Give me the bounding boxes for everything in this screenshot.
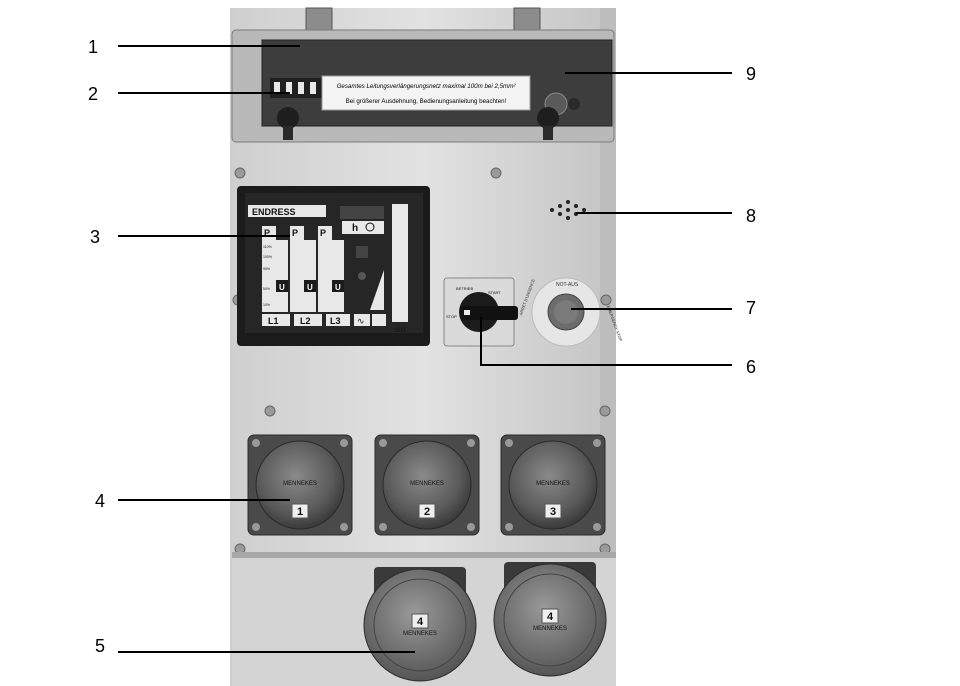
screw-icon (490, 167, 502, 179)
svg-text:90%: 90% (263, 267, 270, 271)
switch-label-betrieb: BETRIEB (456, 286, 473, 291)
socket-outlet[interactable]: MENNEKES 3 (500, 434, 606, 536)
screw-icon (599, 405, 611, 417)
p-label-l2: P (292, 228, 298, 238)
circuit-breakers (270, 78, 322, 98)
panel-divider (232, 552, 616, 558)
hour-meter-label: h (352, 223, 358, 234)
screw-icon (593, 523, 601, 531)
warning-sticker: Gesamtes Leitungsverlängerungsnetz maxim… (321, 75, 531, 111)
callout-9: 9 (746, 64, 756, 84)
screw-icon (600, 294, 612, 306)
svg-text:10%: 10% (263, 303, 270, 307)
screw-icon (379, 523, 387, 531)
rotary-switch[interactable]: BETRIEB START STOP (443, 277, 518, 347)
socket-outlet[interactable]: MENNEKES 1 (247, 434, 353, 536)
socket-brand-label: MENNEKES (533, 626, 567, 632)
callout-numbers: 1 2 3 4 5 6 7 8 9 (88, 37, 756, 656)
socket-brand-label: MENNEKES (403, 631, 437, 637)
iso-label: ISO (395, 328, 406, 334)
callout-1: 1 (88, 37, 98, 57)
screw-icon (379, 439, 387, 447)
socket-outlet[interactable]: MENNEKES 4 (363, 567, 477, 682)
load-triangle-icon (370, 270, 384, 310)
screw-icon (234, 167, 246, 179)
switch-handle[interactable] (460, 306, 518, 320)
switch-label-stop: STOP (446, 314, 457, 319)
callout-4: 4 (95, 491, 105, 511)
p-label-l1: P (264, 228, 270, 238)
clock-icon (365, 222, 375, 232)
screw-icon (593, 439, 601, 447)
screw-icon (505, 523, 513, 531)
phase-label-l2: L2 (300, 316, 311, 326)
switch-label-start: START (488, 290, 501, 295)
u-label-l2: U (307, 283, 313, 292)
socket-outlet[interactable]: MENNEKES 4 (493, 562, 607, 677)
buzzer-grille-icon (550, 200, 586, 220)
indicator-button (568, 98, 580, 110)
hinge-right (513, 7, 541, 31)
screw-icon (264, 405, 276, 417)
phase-bars (262, 226, 344, 312)
callout-6: 6 (746, 357, 756, 377)
socket-number: 3 (550, 506, 556, 518)
socket-brand-label: MENNEKES (283, 481, 317, 487)
p-label-l3: P (320, 228, 326, 238)
hinge-left (305, 7, 333, 31)
socket-number: 2 (424, 506, 430, 518)
screw-icon (467, 439, 475, 447)
phase-label-l3: L3 (330, 316, 341, 326)
callout-3: 3 (90, 227, 100, 247)
socket-brand-label: MENNEKES (536, 481, 570, 487)
callout-7: 7 (746, 298, 756, 318)
callout-5: 5 (95, 636, 105, 656)
socket-number: 4 (547, 611, 554, 623)
wave-icon: ∿ (357, 316, 365, 326)
status-led (358, 272, 366, 280)
screw-icon (467, 523, 475, 531)
emergency-label-top: NOT-AUS (556, 282, 579, 288)
svg-text:50%: 50% (263, 287, 270, 291)
screw-icon (340, 439, 348, 447)
sticker-line-2: Bei größerer Ausdehnung, Bedienungsanlei… (346, 98, 507, 105)
svg-text:110%: 110% (263, 245, 272, 249)
control-display: ENDRESS h ISO P P P U U U 110% 100% 90% (237, 186, 430, 346)
leader-line-6 (480, 317, 732, 366)
u-label-l3: U (335, 283, 341, 292)
reset-key (356, 246, 368, 258)
socket-brand-label: MENNEKES (410, 481, 444, 487)
sticker-line-1: Gesamtes Leitungsverlängerungsnetz maxim… (337, 83, 517, 90)
screw-icon (340, 523, 348, 531)
latch-right-icon (537, 107, 559, 140)
socket-number: 1 (297, 506, 303, 518)
socket-outlet[interactable]: MENNEKES 2 (374, 434, 480, 536)
sockets-row-1: MENNEKES 1 MENNEKES 2 MENNEKES 3 (247, 434, 606, 536)
latch-left-icon (277, 107, 299, 140)
callout-2: 2 (88, 84, 98, 104)
screw-icon (505, 439, 513, 447)
callout-8: 8 (746, 206, 756, 226)
bar-tick-labels: 110% 100% 90% 50% 10% (263, 245, 272, 307)
digital-readout (340, 206, 384, 219)
phase-label-l1: L1 (268, 316, 279, 326)
socket-number: 4 (417, 616, 424, 628)
callout-leader-lines (118, 45, 732, 653)
u-label-l1: U (279, 283, 285, 292)
svg-text:100%: 100% (263, 255, 272, 259)
brand-label: ENDRESS (252, 207, 296, 217)
screw-icon (252, 439, 260, 447)
warning-icon-column (392, 204, 408, 322)
screw-icon (252, 523, 260, 531)
